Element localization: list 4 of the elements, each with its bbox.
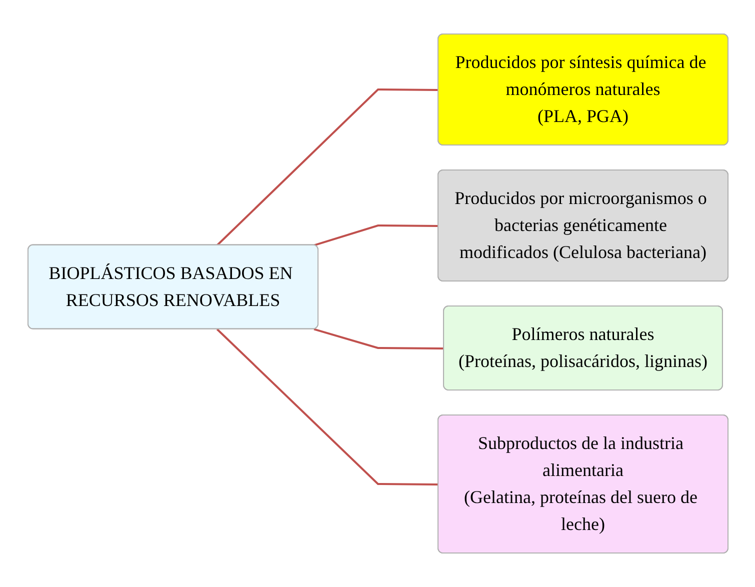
connector	[216, 328, 438, 486]
connector	[313, 328, 444, 350]
connector	[313, 224, 438, 246]
connector	[216, 88, 438, 246]
